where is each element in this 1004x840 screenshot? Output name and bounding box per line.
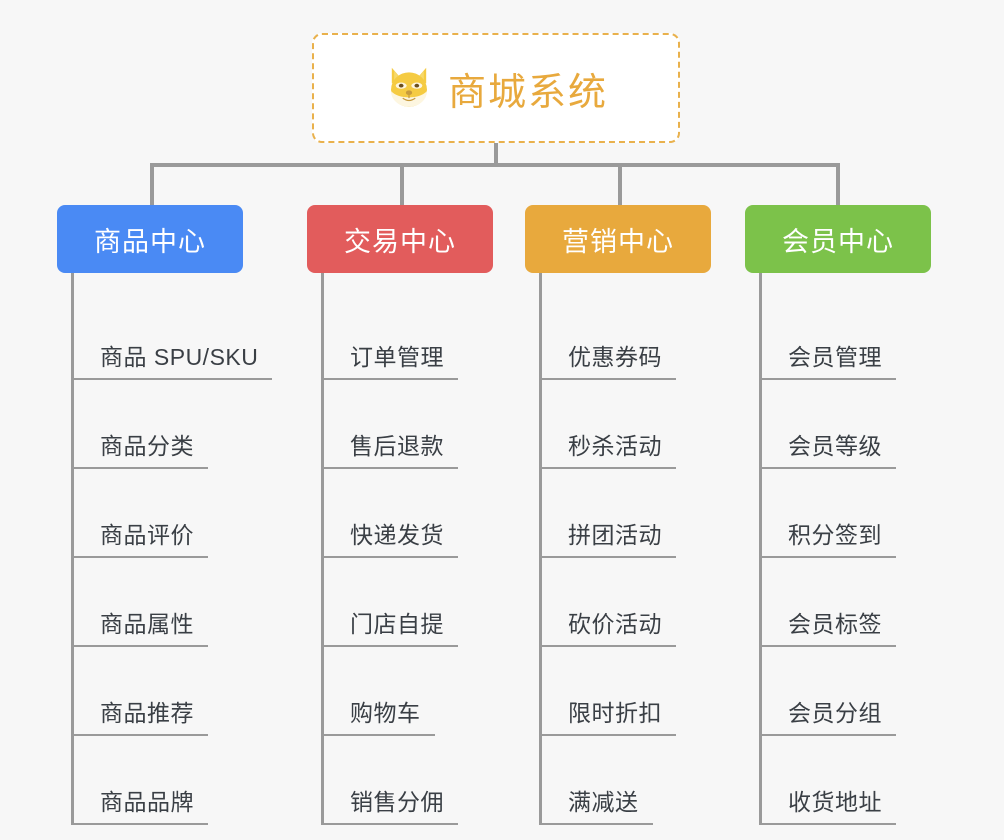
leaf-label: 门店自提 [350,611,444,637]
list-item[interactable]: 优惠券码 [542,291,745,380]
shiba-inu-dog-face-icon [384,63,434,113]
list-item[interactable]: 秒杀活动 [542,380,745,469]
connector-drop-2 [400,163,404,205]
connector-root-stem [494,143,498,165]
category-box-1[interactable]: 商品中心 [57,205,243,273]
connector-drop-1 [150,163,154,205]
leaf-label: 限时折扣 [568,700,662,726]
leaf-label: 商品属性 [100,611,194,637]
leaf-label: 秒杀活动 [568,433,662,459]
category-label-1: 商品中心 [94,226,206,257]
leaf-list-1: 商品 SPU/SKU 商品分类 商品评价 商品属性 商品推荐 商品品牌 [71,273,277,825]
list-item[interactable]: 积分签到 [762,469,965,558]
leaf-label: 购物车 [350,700,421,726]
leaf-label: 会员管理 [788,344,882,370]
connector-drop-4 [836,163,840,205]
list-item[interactable]: 收货地址 [762,736,965,825]
leaf-label: 满减送 [568,789,639,815]
leaf-label: 会员分组 [788,700,882,726]
leaf-label: 商品评价 [100,522,194,548]
leaf-label: 积分签到 [788,522,882,548]
leaf-list-3: 优惠券码 秒杀活动 拼团活动 砍价活动 限时折扣 满减送 [539,273,745,825]
leaf-label: 商品品牌 [100,789,194,815]
leaf-label: 商品分类 [100,433,194,459]
list-item[interactable]: 商品 SPU/SKU [74,291,277,380]
category-box-3[interactable]: 营销中心 [525,205,711,273]
leaf-label: 优惠券码 [568,344,662,370]
leaf-label: 会员标签 [788,611,882,637]
leaf-label: 商品 SPU/SKU [100,344,259,370]
category-column-4: 会员中心 会员管理 会员等级 积分签到 会员标签 会员分组 收货地址 [745,205,965,825]
list-item[interactable]: 销售分佣 [324,736,527,825]
leaf-label: 销售分佣 [350,789,444,815]
category-box-2[interactable]: 交易中心 [307,205,493,273]
category-column-2: 交易中心 订单管理 售后退款 快递发货 门店自提 购物车 销售分佣 [307,205,527,825]
list-item[interactable]: 会员分组 [762,647,965,736]
category-box-4[interactable]: 会员中心 [745,205,931,273]
leaf-label: 商品推荐 [100,700,194,726]
list-item[interactable]: 会员标签 [762,558,965,647]
connector-horizontal-bus [150,163,840,167]
leaf-label: 订单管理 [350,344,444,370]
list-item[interactable]: 商品评价 [74,469,277,558]
list-item[interactable]: 砍价活动 [542,558,745,647]
list-item[interactable]: 会员等级 [762,380,965,469]
list-item[interactable]: 会员管理 [762,291,965,380]
root-node[interactable]: 商城系统 [312,33,680,143]
list-item[interactable]: 商品分类 [74,380,277,469]
list-item[interactable]: 订单管理 [324,291,527,380]
list-item[interactable]: 商品推荐 [74,647,277,736]
leaf-label: 拼团活动 [568,522,662,548]
leaf-label: 砍价活动 [568,611,662,637]
category-label-3: 营销中心 [562,226,674,257]
connector-drop-3 [618,163,622,205]
category-column-1: 商品中心 商品 SPU/SKU 商品分类 商品评价 商品属性 商品推荐 商品品牌 [57,205,277,825]
list-item[interactable]: 限时折扣 [542,647,745,736]
leaf-label: 快递发货 [350,522,444,548]
root-title: 商城系统 [447,71,608,114]
leaf-label: 会员等级 [788,433,882,459]
list-item[interactable]: 拼团活动 [542,469,745,558]
list-item[interactable]: 售后退款 [324,380,527,469]
list-item[interactable]: 购物车 [324,647,527,736]
category-label-2: 交易中心 [344,226,456,257]
leaf-list-4: 会员管理 会员等级 积分签到 会员标签 会员分组 收货地址 [759,273,965,825]
list-item[interactable]: 快递发货 [324,469,527,558]
list-item[interactable]: 商品品牌 [74,736,277,825]
leaf-list-2: 订单管理 售后退款 快递发货 门店自提 购物车 销售分佣 [321,273,527,825]
list-item[interactable]: 商品属性 [74,558,277,647]
list-item[interactable]: 门店自提 [324,558,527,647]
leaf-label: 收货地址 [788,789,882,815]
list-item[interactable]: 满减送 [542,736,745,825]
category-label-4: 会员中心 [782,226,894,257]
category-column-3: 营销中心 优惠券码 秒杀活动 拼团活动 砍价活动 限时折扣 满减送 [525,205,745,825]
leaf-label: 售后退款 [350,433,444,459]
